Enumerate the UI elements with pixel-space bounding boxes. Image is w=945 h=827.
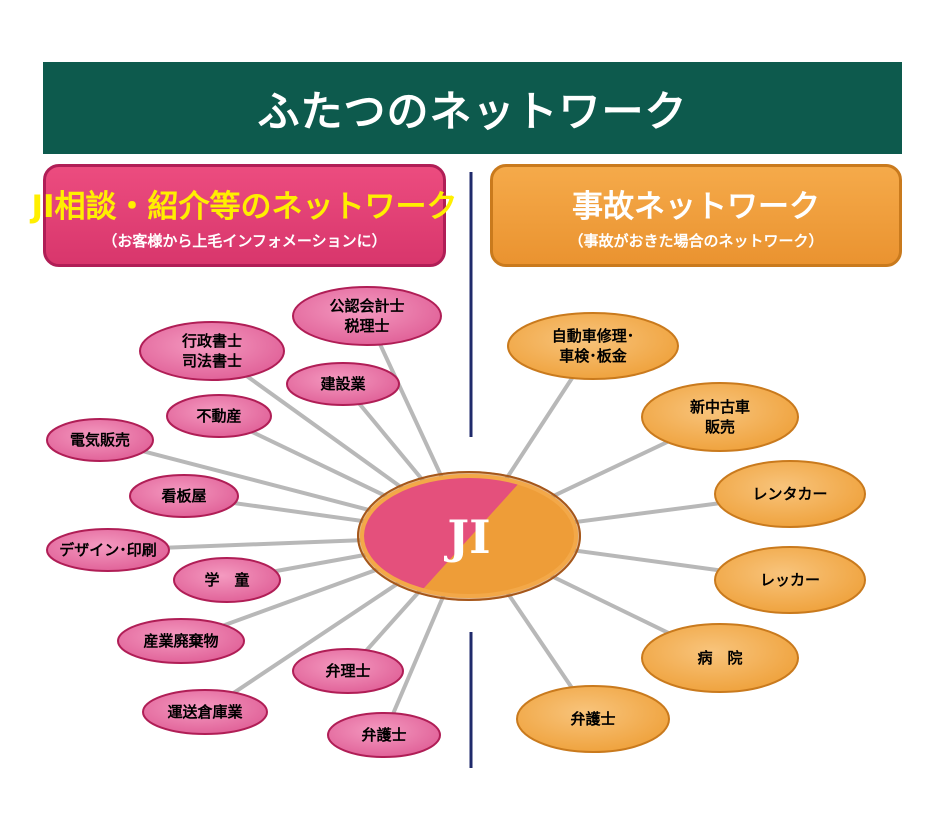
accident-network-title: 事故ネットワーク <box>572 188 820 225</box>
node-shape <box>714 460 866 528</box>
consultation-network-header: JI相談・紹介等のネットワーク （お客様から上毛インフォメーションに） <box>31 164 458 267</box>
node-unso: 運送倉庫業 <box>142 689 268 735</box>
node-label: 学 童 <box>204 571 249 589</box>
node-shape <box>142 689 268 735</box>
node-label: レンタカー <box>752 485 827 503</box>
node-shape <box>117 618 245 664</box>
node-byoin: 病 院 <box>641 623 799 693</box>
node-label: デザイン･印刷 <box>59 541 157 559</box>
node-label: レッカー <box>760 571 820 589</box>
node-bengoshi: 弁護士 <box>327 712 441 758</box>
node-label: 司法書士 <box>182 352 242 370</box>
node-kanban: 看板屋 <box>129 474 239 518</box>
node-shape <box>173 557 281 603</box>
node-label: 販売 <box>705 418 735 436</box>
node-shape <box>292 648 404 694</box>
node-label: 建設業 <box>320 375 366 393</box>
node-label: 税理士 <box>344 317 389 335</box>
node-shape <box>46 418 154 462</box>
node-rental: レンタカー <box>714 460 866 528</box>
node-gakudo: 学 童 <box>173 557 281 603</box>
node-bengoshi2: 弁護士 <box>516 685 670 753</box>
node-label: 産業廃棄物 <box>143 632 218 650</box>
node-shape <box>46 528 170 572</box>
node-shape <box>129 474 239 518</box>
node-shape <box>292 286 442 346</box>
node-label: 電気販売 <box>70 431 130 449</box>
center-label: JI <box>443 510 490 564</box>
node-shape <box>166 394 272 438</box>
node-shape <box>714 546 866 614</box>
node-label: 看板屋 <box>161 487 206 505</box>
node-label: 自動車修理･ <box>552 327 635 345</box>
page-title: ふたつのネットワーク <box>257 86 688 136</box>
node-label: 公認会計士 <box>329 297 404 315</box>
node-label: 運送倉庫業 <box>167 703 243 721</box>
node-label: 行政書士 <box>181 332 242 350</box>
center-node: JI <box>357 471 581 601</box>
accident-network-subtitle: （事故がおきた場合のネットワーク） <box>568 231 824 250</box>
node-shape <box>516 685 670 753</box>
node-shape <box>507 312 679 380</box>
node-wrecker: レッカー <box>714 546 866 614</box>
node-sangyo: 産業廃棄物 <box>117 618 245 664</box>
consultation-network-subtitle: （お客様から上毛インフォメーションに） <box>102 231 387 250</box>
node-label: 車検･板金 <box>559 347 628 365</box>
node-jidosha: 自動車修理･ 車検･板金 <box>507 312 679 380</box>
consultation-network-title: JI相談・紹介等のネットワーク <box>31 188 458 225</box>
node-fudosan: 不動産 <box>166 394 272 438</box>
accident-network-header: 事故ネットワーク （事故がおきた場合のネットワーク） <box>490 164 902 267</box>
node-label: 弁護士 <box>361 726 406 744</box>
node-kensetsu: 建設業 <box>286 362 400 406</box>
node-shape <box>286 362 400 406</box>
node-shape <box>641 623 799 693</box>
node-shape <box>139 321 285 381</box>
node-benrishi: 弁理士 <box>292 648 404 694</box>
node-shape <box>327 712 441 758</box>
node-denki: 電気販売 <box>46 418 154 462</box>
node-label: 新中古車 <box>690 398 750 416</box>
node-label: 病 院 <box>697 649 742 667</box>
node-design: デザイン･印刷 <box>46 528 170 572</box>
node-label: 不動産 <box>196 407 241 425</box>
node-label: 弁理士 <box>325 662 370 680</box>
node-shape <box>641 382 799 452</box>
node-label: 弁護士 <box>570 710 615 728</box>
title-banner: ふたつのネットワーク <box>43 62 902 154</box>
